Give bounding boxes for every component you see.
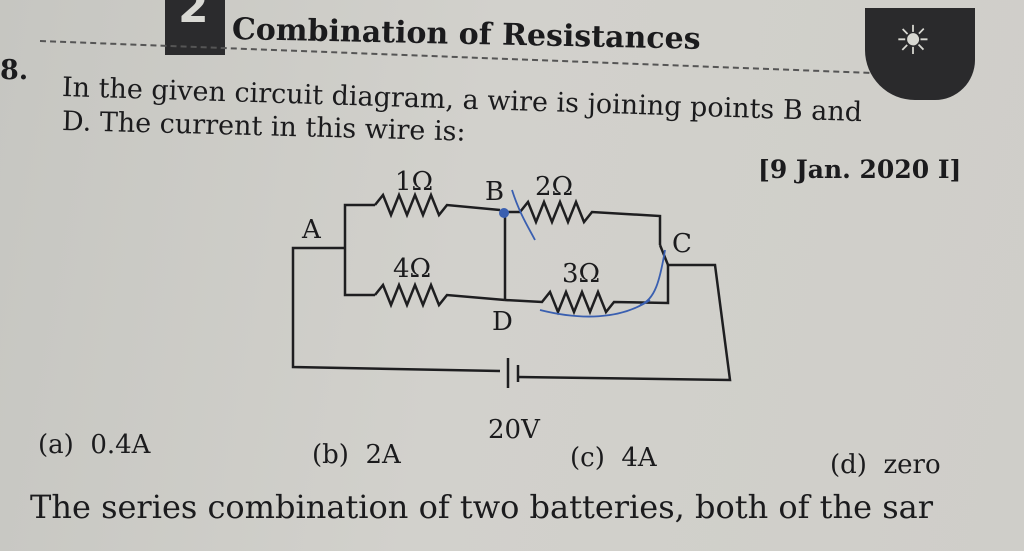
resistor-3ohm-label: 3Ω [562, 259, 600, 289]
wire-lower [343, 248, 375, 297]
resistor-4ohm-label: 4Ω [393, 254, 431, 284]
option-c-value: 4A [621, 443, 657, 473]
resistor-4ohm [374, 281, 506, 309]
option-d[interactable]: (d) zero [830, 450, 941, 480]
option-b-label: (b) [312, 440, 349, 470]
next-question-text: The series combination of two batteries,… [30, 488, 934, 526]
option-c-label: (c) [570, 443, 605, 473]
node-b-label: B [485, 177, 504, 207]
resistor-1ohm-label: 1Ω [395, 167, 433, 197]
wire-a-left [291, 246, 501, 373]
lightbulb-idea-icon: ☀ [895, 18, 931, 64]
option-a-label: (a) [38, 430, 74, 460]
section-band [165, 0, 225, 55]
resistor-2ohm-label: 2Ω [535, 172, 573, 202]
resistor-3ohm [504, 265, 670, 316]
option-c[interactable]: (c) 4A [570, 443, 657, 473]
node-b-dot [499, 208, 509, 218]
section-number: 2 [178, 0, 209, 33]
node-d-label: D [492, 307, 513, 337]
option-b[interactable]: (b) 2A [312, 440, 401, 470]
option-a-value: 0.4A [90, 430, 151, 460]
option-a[interactable]: (a) 0.4A [38, 430, 150, 460]
wire-c-out [517, 244, 732, 382]
option-d-label: (d) [830, 450, 867, 480]
exam-reference: [9 Jan. 2020 I] [758, 155, 962, 184]
question-number: 8. [0, 55, 29, 86]
option-b-value: 2A [365, 440, 401, 470]
lightbulb-badge [865, 8, 975, 100]
resistor-1ohm [374, 191, 501, 219]
node-c-label: C [672, 229, 692, 259]
resistor-2ohm [505, 198, 662, 245]
pen-annotation [511, 189, 666, 318]
wire-top [343, 203, 375, 248]
option-d-value: zero [883, 450, 941, 480]
node-a-label: A [301, 215, 322, 245]
battery-label: 20V [488, 415, 541, 445]
